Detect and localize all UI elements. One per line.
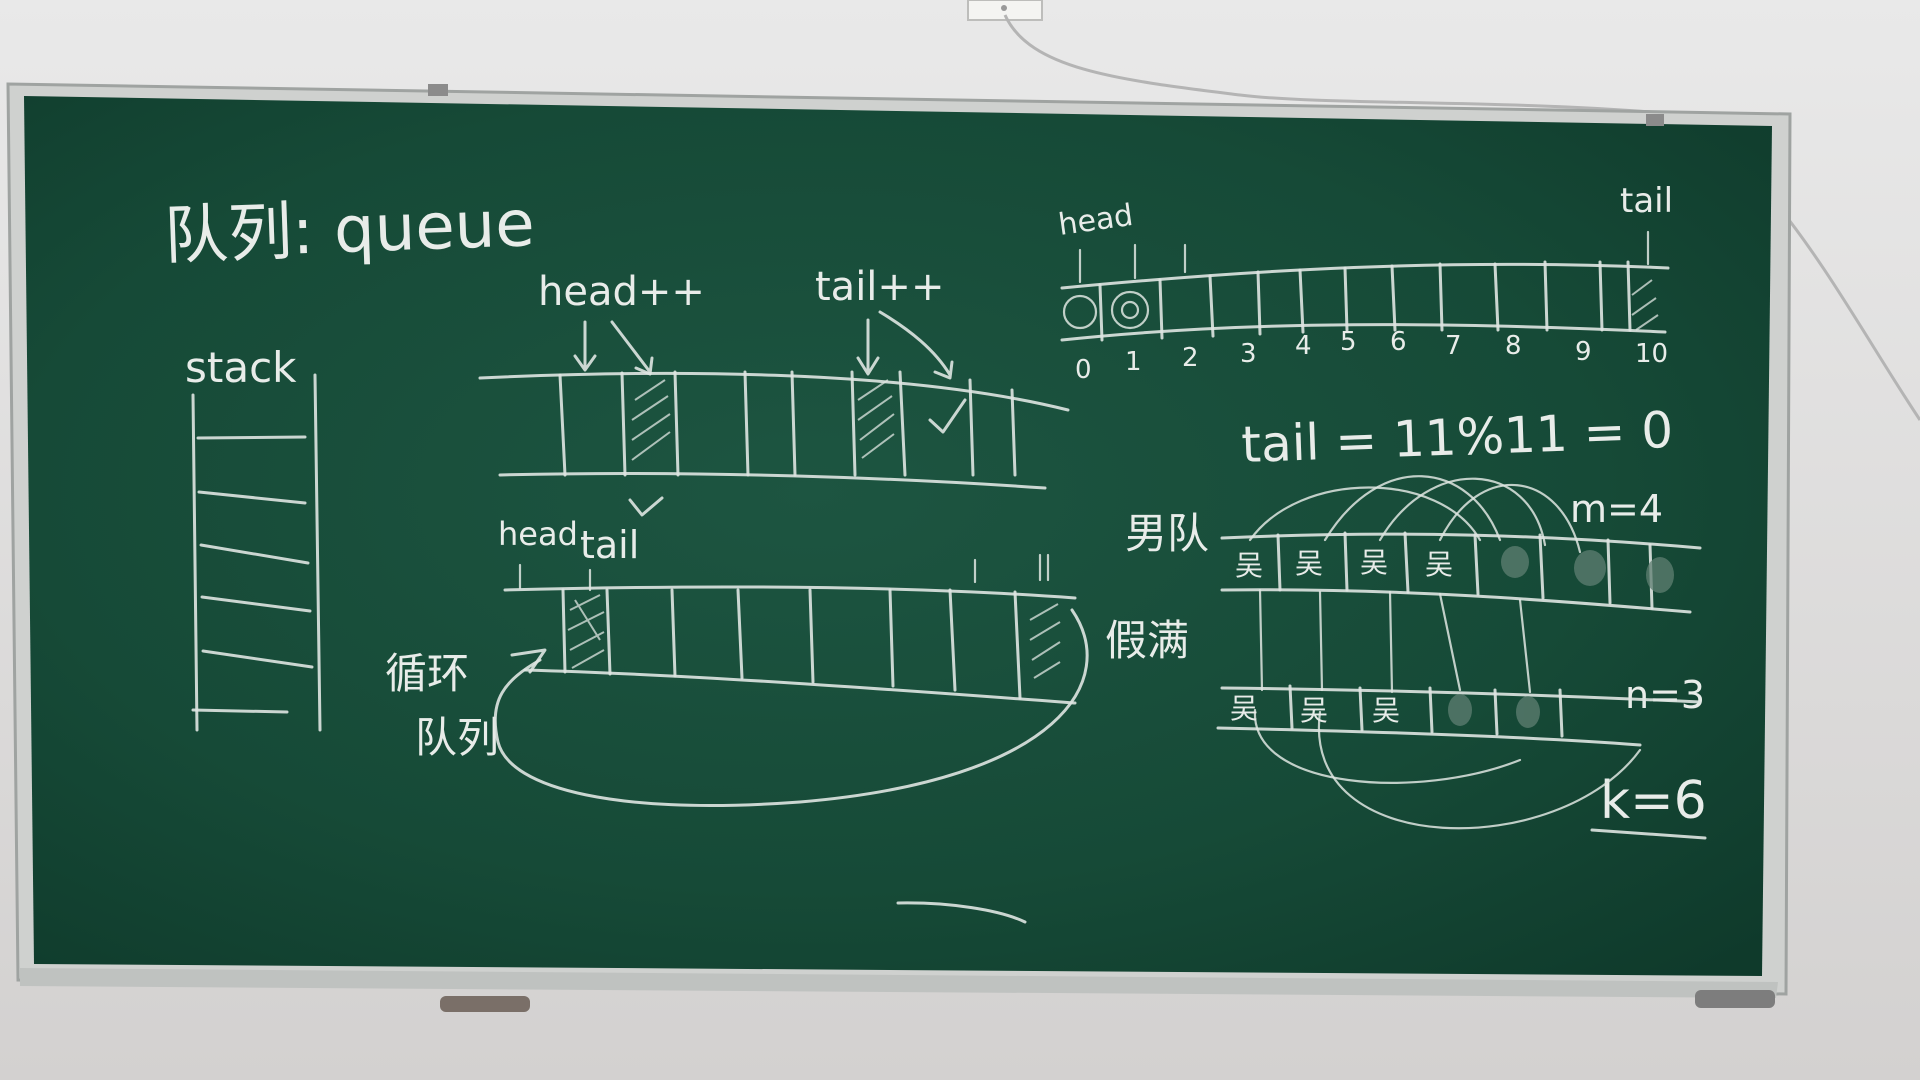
frame-clip-top-right [1646, 114, 1664, 126]
erased-smudges [1448, 546, 1674, 728]
power-cable [1003, 14, 1920, 421]
wall-socket [967, 0, 1043, 21]
tray-clip-left [440, 996, 530, 1012]
linear-queue-diagram: head++ tail++ [478, 264, 1070, 517]
person-glyph: 吴 [1300, 694, 1328, 727]
stack-diagram: stack [185, 343, 322, 732]
k-label: k=6 [1600, 771, 1707, 831]
array-index-label: 4 [1295, 331, 1312, 361]
array-tail-label: tail [1620, 181, 1673, 221]
circular-caption-2: 队列 [415, 713, 499, 762]
chalk-tray [20, 968, 1778, 998]
array-index-label: 1 [1125, 347, 1142, 377]
person-glyph: 吴 [1425, 548, 1453, 581]
chalkboard [6, 82, 1792, 1012]
person-glyph: 吴 [1235, 549, 1263, 582]
circular-queue-diagram: head tail 循环 队列 [385, 515, 1089, 807]
title-text: 队列: queue [163, 187, 536, 274]
person-glyph: 吴 [1372, 694, 1400, 727]
person-glyph: 吴 [1295, 547, 1323, 580]
tray-clip-right [1695, 990, 1775, 1008]
array-index-label: 0 [1075, 355, 1092, 385]
circular-caption-1: 循环 [385, 649, 469, 698]
tail-plus-label: tail++ [815, 264, 944, 310]
person-glyph: 吴 [1360, 546, 1388, 579]
circ-tail-label: tail [580, 523, 639, 567]
dance-diagram: 男队 假满 m=4 n=3 k=6 吴吴吴吴吴吴吴 [1105, 475, 1707, 840]
m-label: m=4 [1570, 487, 1663, 531]
array-index-label: 3 [1240, 339, 1257, 369]
head-plus-label: head++ [538, 269, 705, 315]
n-label: n=3 [1625, 673, 1705, 717]
person-glyph: 吴 [1230, 692, 1258, 725]
array-index-label: 6 [1390, 327, 1407, 357]
circ-head-label: head [498, 515, 578, 553]
array-index-label: 8 [1505, 331, 1522, 361]
array-index-label: 7 [1445, 331, 1462, 361]
array-index-label: 10 [1635, 339, 1668, 369]
stray-chalk-stroke [896, 901, 1027, 924]
person-glyphs: 吴吴吴吴吴吴吴 [1230, 546, 1453, 727]
female-queue-label: 假满 [1105, 616, 1189, 665]
array-index-label: 9 [1575, 337, 1592, 367]
array-index-label: 2 [1182, 343, 1199, 373]
array-index-label: 5 [1340, 327, 1357, 357]
stack-label: stack [185, 343, 297, 392]
male-queue-label: 男队 [1125, 509, 1209, 558]
frame-clip-top [428, 84, 448, 96]
